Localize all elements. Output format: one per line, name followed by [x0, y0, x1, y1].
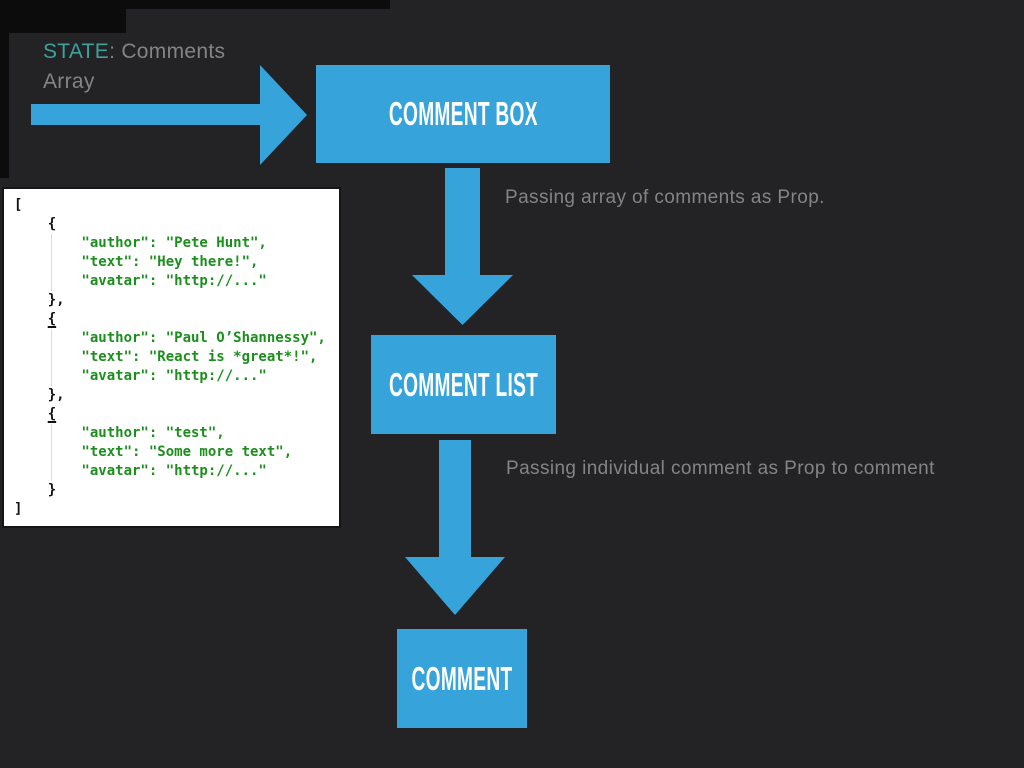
- code-line: {: [47, 311, 57, 327]
- arrow-down-icon: [405, 440, 505, 615]
- code-lines: [ { "author": "Pete Hunt", "text": "Hey …: [14, 196, 335, 519]
- code-line: "avatar": "http://...": [14, 368, 267, 384]
- indent-guide: [51, 234, 52, 291]
- node-comment: COMMENT: [397, 629, 527, 728]
- code-line: "avatar": "http://...": [14, 273, 267, 289]
- arrow-down-icon: [412, 168, 513, 325]
- node-comment-label: COMMENT: [411, 659, 513, 697]
- code-line: [: [14, 197, 23, 213]
- code-line: "text": "Some more text",: [14, 444, 293, 460]
- node-comment-box: COMMENT BOX: [316, 65, 610, 163]
- code-line: },: [14, 387, 65, 403]
- node-comment-box-label: COMMENT BOX: [388, 95, 538, 132]
- code-line: },: [14, 292, 65, 308]
- top-edge-artifact: [0, 0, 390, 9]
- arrow-right-icon: [31, 65, 307, 165]
- code-line: }: [14, 482, 57, 498]
- annotation-props-comment: Passing individual comment as Prop to co…: [506, 458, 935, 479]
- code-line: ]: [14, 501, 23, 517]
- code-line: "avatar": "http://...": [14, 463, 267, 479]
- code-line: "text": "Hey there!",: [14, 254, 259, 270]
- state-description: Comments Array: [43, 40, 226, 93]
- code-line: "text": "React is *great*!",: [14, 349, 318, 365]
- code-line: {: [47, 406, 57, 422]
- annotation-props-array: Passing array of comments as Prop.: [505, 187, 825, 208]
- code-line: "author": "Paul O’Shannessy",: [14, 330, 326, 346]
- code-line: "author": "Pete Hunt",: [14, 235, 267, 251]
- node-comment-list-label: COMMENT LIST: [388, 365, 539, 403]
- code-line: "author": "test",: [14, 425, 225, 441]
- node-comment-list: COMMENT LIST: [371, 335, 556, 434]
- code-line: {: [14, 216, 57, 232]
- code-block: [ { "author": "Pete Hunt", "text": "Hey …: [2, 187, 341, 528]
- state-label: STATE: Comments Array: [43, 37, 255, 97]
- state-term: STATE: [43, 40, 110, 63]
- indent-guide: [51, 424, 52, 481]
- state-separator: :: [109, 40, 122, 63]
- indent-guide: [51, 329, 52, 386]
- corner-edge-artifact: [0, 0, 126, 33]
- left-edge-artifact: [0, 0, 9, 178]
